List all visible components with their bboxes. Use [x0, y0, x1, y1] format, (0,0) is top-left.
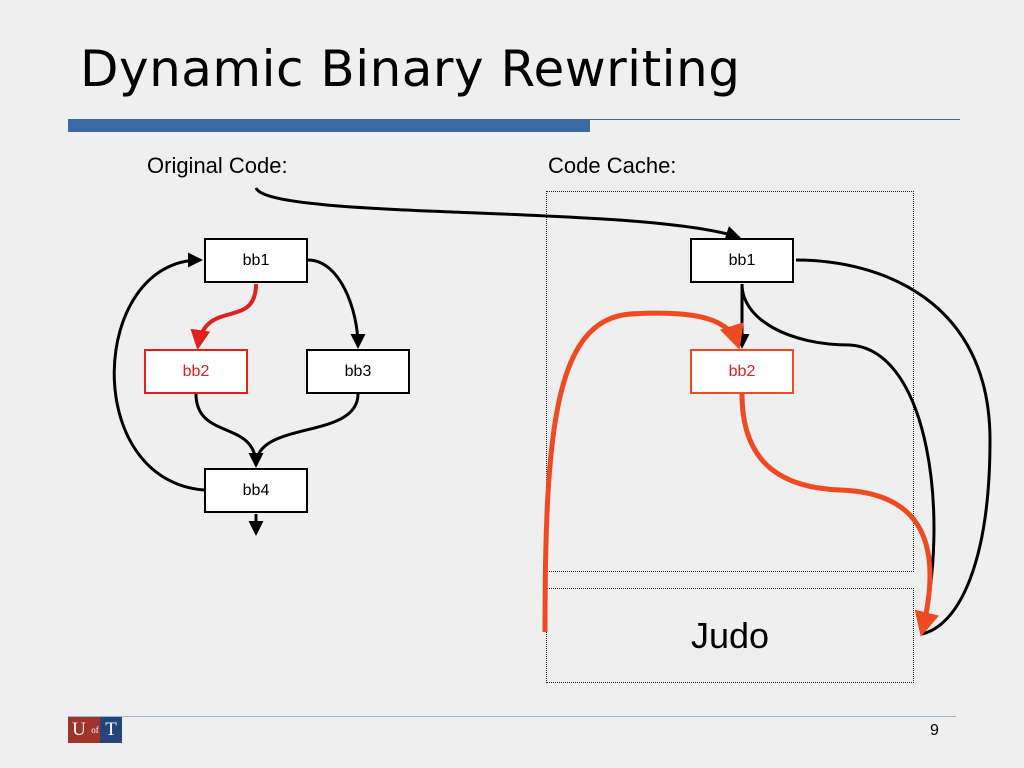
edge-bb3-bb4 [254, 393, 360, 466]
edge-original-to-cache-bb1 [254, 187, 741, 241]
original-bb3-box: bb3 [306, 349, 410, 394]
original-bb4-label: bb4 [242, 481, 270, 499]
edge-cache-bb1-judo-a [740, 283, 936, 635]
cache-bb1-box: bb1 [690, 238, 794, 283]
page-number: 9 [930, 722, 939, 739]
edge-cache-bb2-judo [739, 393, 939, 637]
edge-bb1-bb2 [190, 283, 258, 350]
original-bb4-box: bb4 [204, 468, 308, 513]
footer-rule [68, 716, 956, 717]
edge-bb1-bb3 [307, 258, 366, 349]
original-bb2-box: bb2 [144, 349, 248, 394]
edge-cache-bb1-judo-b [795, 258, 992, 636]
logo-of: of [90, 717, 100, 743]
title-accent-bar [68, 119, 590, 132]
slide-title: Dynamic Binary Rewriting [80, 40, 741, 98]
cache-bb2-box: bb2 [690, 349, 794, 394]
code-cache-label: Code Cache: [548, 153, 677, 178]
uoft-logo: U of T [68, 717, 122, 743]
edge-judo-cache-bb2 [542, 310, 744, 633]
original-bb3-label: bb3 [344, 362, 372, 380]
edge-bb2-bb4 [194, 393, 264, 468]
edge-bb4-bb1-loop [112, 252, 205, 492]
code-cache-frame [546, 191, 914, 572]
cache-bb2-label: bb2 [728, 362, 756, 380]
original-bb2-label: bb2 [182, 362, 210, 380]
logo-t: T [100, 717, 122, 743]
judo-box: Judo [546, 588, 914, 683]
judo-label: Judo [690, 614, 770, 656]
original-code-label: Original Code: [147, 153, 288, 178]
cache-bb1-label: bb1 [728, 251, 756, 269]
original-bb1-label: bb1 [242, 251, 270, 269]
title-rule [590, 119, 960, 120]
logo-u: U [68, 717, 90, 743]
original-bb1-box: bb1 [204, 238, 308, 283]
